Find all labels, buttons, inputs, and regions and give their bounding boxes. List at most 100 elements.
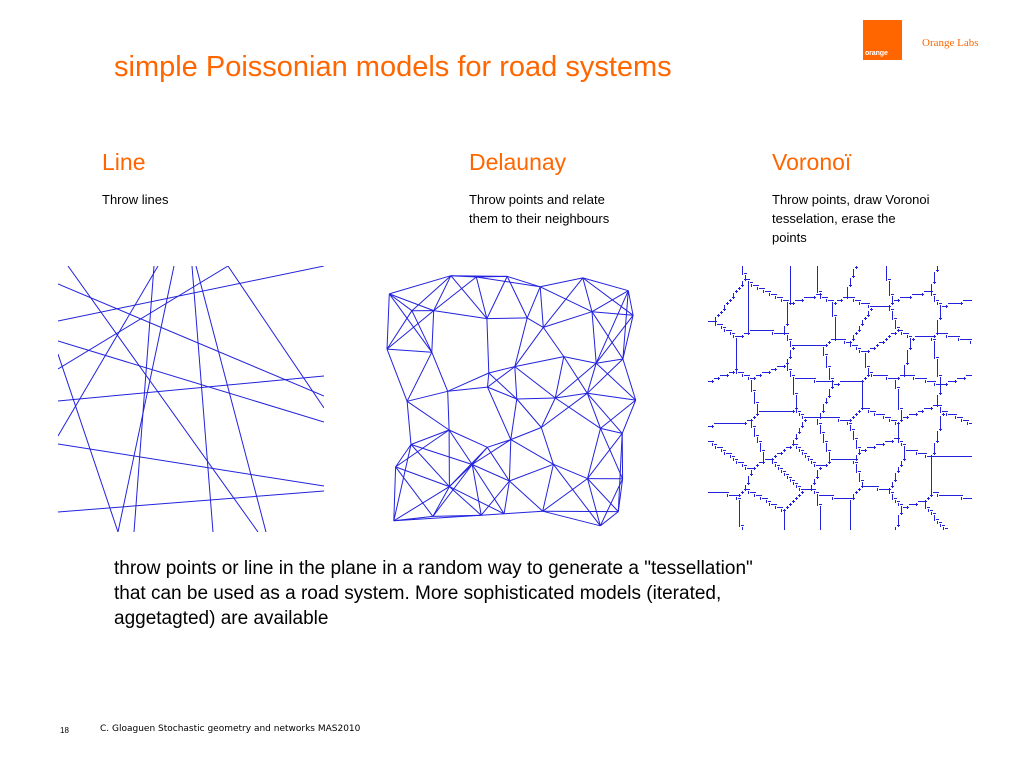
delaunay-edge-126 [599, 478, 624, 527]
delaunay-edge-135 [591, 311, 624, 360]
delaunay-edge-59 [487, 366, 516, 388]
delaunay-edge-18 [410, 429, 450, 445]
delaunay-edge-60 [487, 386, 512, 440]
delaunay-edge-8 [411, 310, 433, 353]
delaunay-edge-109 [542, 277, 584, 328]
road-line-4 [191, 266, 214, 532]
delaunay-edge-46 [432, 514, 482, 517]
delaunay-edge-1 [389, 293, 413, 312]
delaunay-edge-24 [395, 429, 450, 468]
delaunay-edge-67 [480, 480, 510, 516]
delaunay-edge-136 [621, 399, 637, 434]
delaunay-edge-48 [476, 275, 508, 278]
delaunay-edge-23 [395, 466, 434, 517]
delaunay-edge-35 [431, 352, 449, 392]
delaunay-edge-98 [541, 392, 588, 428]
delaunay-edge-50 [433, 276, 477, 311]
delaunay-edge-101 [542, 464, 554, 512]
delaunay-edge-17 [395, 444, 412, 468]
delaunay-edge-94 [555, 392, 588, 399]
delaunay-edge-106 [582, 277, 593, 312]
delaunay-edge-38 [447, 372, 490, 392]
road-line-11 [58, 443, 324, 487]
delaunay-edge-54 [486, 318, 490, 374]
delaunay-edge-71 [526, 317, 544, 328]
logo-text: orange [865, 50, 888, 57]
delaunay-edge-5 [388, 293, 433, 353]
delaunay-edge-90 [543, 311, 593, 328]
slide-title: simple Poissonian models for road system… [114, 51, 672, 83]
delaunay-edge-55 [487, 372, 490, 388]
voronoi-desc-line-3: points [772, 230, 807, 245]
delaunay-edge-30 [433, 275, 452, 311]
body-line-1: throw points or line in the plane in a r… [114, 558, 753, 579]
delaunay-edge-99 [553, 463, 588, 480]
delaunay-edge-79 [510, 427, 542, 441]
voronoi-desc-line-1: Throw points, draw Voronoi [772, 192, 930, 207]
road-line-14 [58, 353, 119, 532]
road-line-7 [58, 283, 324, 397]
delaunay-edge-104 [542, 478, 588, 512]
delaunay-edge-34 [433, 310, 487, 320]
body-paragraph: throw points or line in the plane in a r… [114, 556, 904, 631]
delaunay-edge-93 [563, 356, 588, 394]
delaunay-edge-96 [514, 366, 556, 399]
delaunay-edge-69 [507, 275, 541, 288]
voronoi-column-title: Voronoï [772, 149, 852, 175]
delaunay-edge-76 [514, 356, 564, 368]
delaunay-edge-142 [600, 428, 624, 480]
delaunay-edge-92 [554, 356, 565, 399]
delaunay-edge-57 [488, 372, 518, 400]
delaunay-edge-105 [542, 510, 601, 527]
delaunay-edge-80 [510, 398, 518, 440]
delaunay-edge-113 [596, 358, 623, 364]
delaunay-edge-11 [386, 348, 408, 402]
delaunay-edge-2 [389, 293, 434, 312]
delaunay-edge-108 [582, 277, 634, 316]
delaunay-edge-36 [447, 391, 450, 431]
delaunay-edge-118 [600, 427, 623, 434]
voronoi-desc-line-2: tesselation, erase the [772, 211, 896, 226]
delaunay-edge-20 [410, 444, 473, 465]
delaunay-edge-43 [449, 486, 482, 516]
delaunay-edge-4 [389, 275, 452, 295]
voronoi-tessellation-figure [708, 266, 974, 532]
delaunay-edge-81 [508, 439, 512, 482]
delaunay-edge-100 [509, 463, 554, 482]
delaunay-edge-49 [475, 276, 488, 319]
delaunay-edge-133 [622, 358, 637, 401]
delaunay-edge-61 [471, 446, 488, 465]
delaunay-edge-68 [471, 464, 482, 516]
delaunay-edge-27 [393, 444, 412, 521]
delaunay-edge-13 [406, 390, 448, 402]
delaunay-edge-78 [516, 397, 556, 400]
delaunay-edge-37 [447, 386, 488, 392]
road-line-5 [195, 266, 267, 532]
delaunay-edge-66 [481, 513, 505, 516]
delaunay-edge-95 [540, 397, 556, 428]
delaunay-edge-40 [448, 429, 488, 448]
delaunay-edge-83 [504, 510, 543, 515]
delaunay-edge-131 [622, 315, 634, 360]
delaunay-edge-22 [395, 466, 450, 488]
delaunay-edge-127 [553, 463, 601, 527]
delaunay-edge-51 [476, 276, 541, 288]
delaunay-edge-91 [563, 356, 597, 364]
road-line-13 [58, 266, 229, 370]
voronoi-tessellation-svg [708, 266, 972, 530]
footer-credit: C. Gloaguen Stochastic geometry and netw… [100, 724, 361, 734]
delaunay-edge-16 [406, 351, 433, 402]
delaunay-edge-70 [506, 276, 528, 319]
delaunay-edge-28 [393, 514, 482, 522]
delaunay-edge-15 [406, 400, 450, 431]
delaunay-edge-132 [595, 314, 634, 364]
delaunay-edge-144 [617, 433, 623, 512]
delaunay-edge-123 [587, 478, 619, 512]
road-line-12 [58, 490, 324, 513]
delaunay-edge-107 [582, 277, 629, 292]
delaunay-edge-102 [510, 439, 554, 465]
delaunay-column-description: Throw points and relate them to their ne… [469, 190, 609, 228]
delaunay-edge-47 [432, 464, 473, 517]
delaunay-edge-87 [540, 277, 583, 288]
delaunay-edge-128 [627, 290, 634, 316]
